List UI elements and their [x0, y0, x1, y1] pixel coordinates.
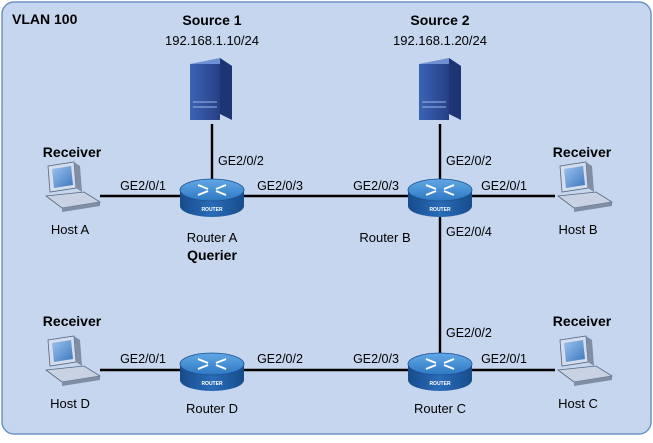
router-a-role: Querier: [187, 247, 237, 263]
source2-name: Source 2: [410, 12, 469, 28]
vlan-background: [1, 1, 652, 435]
source1-ip: 192.168.1.10/24: [165, 33, 259, 48]
port-rd-host: GE2/0/1: [120, 352, 166, 366]
router-c-icon: ROUTER: [407, 352, 473, 391]
vlan-label: VLAN 100: [12, 11, 78, 27]
router-d-icon: ROUTER: [179, 352, 245, 391]
router-b-badge: ROUTER: [429, 207, 451, 213]
router-c-name: Router C: [414, 401, 466, 416]
port-rb-rc: GE2/0/4: [446, 225, 492, 239]
router-c-badge: ROUTER: [429, 381, 451, 387]
router-a-badge: ROUTER: [201, 207, 223, 213]
port-rb-source: GE2/0/2: [446, 154, 492, 168]
host-a-role: Receiver: [43, 144, 102, 160]
host-b-name: Host B: [558, 222, 597, 237]
port-rd-rc: GE2/0/2: [257, 352, 303, 366]
port-rc-rb: GE2/0/2: [446, 326, 492, 340]
port-rb-host: GE2/0/1: [481, 179, 527, 193]
port-ra-source: GE2/0/2: [218, 154, 264, 168]
host-c-name: Host C: [558, 396, 598, 411]
links: [100, 124, 555, 372]
port-ra-host: GE2/0/1: [120, 179, 166, 193]
router-b-icon: ROUTER: [407, 178, 473, 217]
port-rc-rd: GE2/0/3: [353, 352, 399, 366]
host-c-icon: [556, 335, 614, 386]
port-ra-rb: GE2/0/3: [257, 179, 303, 193]
host-c-role: Receiver: [553, 313, 612, 329]
router-a-icon: ROUTER: [179, 178, 245, 217]
host-d-name: Host D: [50, 396, 90, 411]
host-a-name: Host A: [51, 222, 90, 237]
router-d-name: Router D: [186, 401, 238, 416]
source2-ip: 192.168.1.20/24: [393, 33, 487, 48]
host-a-icon: [44, 161, 102, 212]
router-b-name: Router B: [359, 230, 410, 245]
source1-name: Source 1: [182, 12, 241, 28]
server-source2: [419, 58, 461, 120]
host-d-icon: [44, 335, 102, 386]
server-source1: [190, 58, 232, 120]
host-d-role: Receiver: [43, 313, 102, 329]
router-a-name: Router A: [187, 230, 238, 245]
port-rc-host: GE2/0/1: [481, 352, 527, 366]
host-b-role: Receiver: [553, 144, 612, 160]
port-rb-ra: GE2/0/3: [353, 179, 399, 193]
host-b-icon: [556, 161, 614, 212]
router-d-badge: ROUTER: [201, 381, 223, 387]
